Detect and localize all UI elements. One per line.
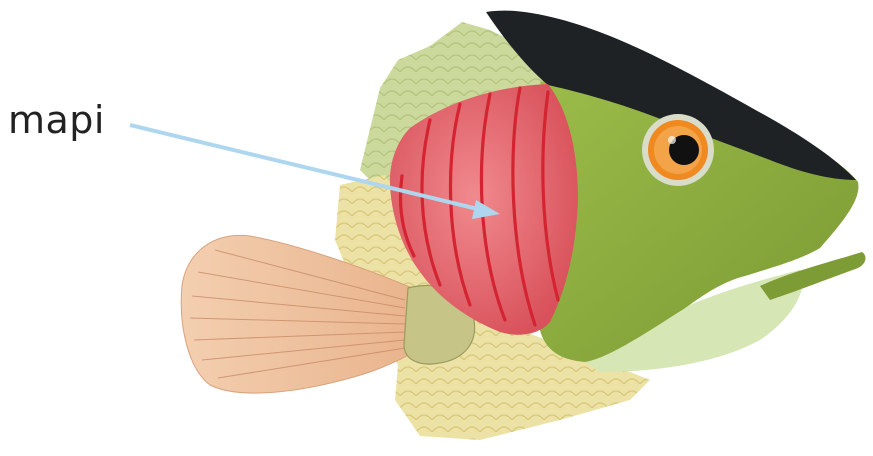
- gill-label: mapi: [8, 98, 105, 142]
- eye: [642, 114, 714, 186]
